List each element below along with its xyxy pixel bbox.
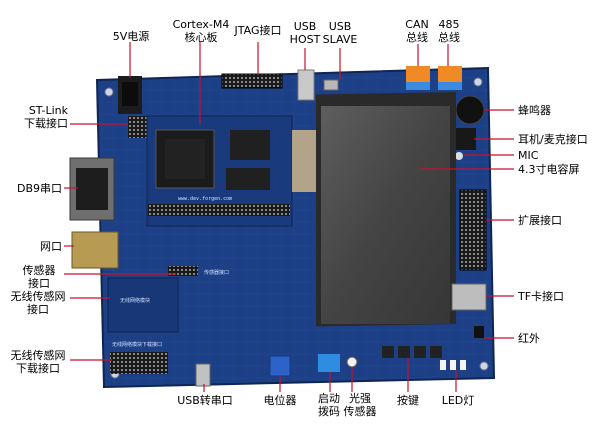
label-wsn-download-line2: 下载接口 xyxy=(16,362,60,375)
label-usb-host-line1: USB xyxy=(293,20,317,33)
label-wsn-line2: 接口 xyxy=(27,303,49,316)
lcd-flex-cable xyxy=(292,130,320,192)
stlink-header xyxy=(128,116,150,138)
label-485: 485 总线 xyxy=(432,18,466,44)
ethernet-port xyxy=(71,231,119,269)
mic-component xyxy=(455,152,463,160)
can-terminal xyxy=(406,66,430,90)
label-stlink-line1: ST-Link xyxy=(28,104,68,117)
tf-card-slot xyxy=(451,283,487,311)
usb-host-port xyxy=(297,69,315,101)
label-usb-slave-line1: USB xyxy=(328,20,352,33)
label-keys: 按键 xyxy=(397,394,419,407)
label-wsn-line1: 无线传感网 xyxy=(10,290,66,303)
label-sensor-line2: 接口 xyxy=(28,277,50,290)
label-expansion: 扩展接口 xyxy=(518,214,562,227)
label-485-line2: 总线 xyxy=(438,31,460,44)
label-cortex-m4-line2: 核心板 xyxy=(184,31,218,44)
label-cortex-m4: Cortex-M4 核心板 xyxy=(168,18,234,44)
label-jtag: JTAG接口 xyxy=(234,24,282,37)
label-485-line1: 485 xyxy=(438,18,460,31)
wireless-module-silkscreen: 无线网络模块 xyxy=(120,297,150,304)
pointer-lines xyxy=(64,42,514,392)
lcd-screen xyxy=(316,92,456,327)
core-board: www.dev.forgen.com xyxy=(146,115,293,227)
headphone-jack xyxy=(456,128,476,150)
wireless-module: 无线网络模块 xyxy=(107,277,179,333)
label-usb-serial: USB转串口 xyxy=(177,394,233,407)
boot-dip xyxy=(318,354,340,372)
label-stlink: ST-Link 下载接口 xyxy=(4,104,68,130)
label-wsn-download-line1: 无线传感网 xyxy=(10,349,66,362)
label-can-line1: CAN xyxy=(405,18,429,31)
label-boot: 启动 拨码 xyxy=(312,392,346,418)
label-headphone: 耳机/麦克接口 xyxy=(518,133,588,146)
label-wsn: 无线传感网 接口 xyxy=(6,290,70,316)
label-can: CAN 总线 xyxy=(400,18,434,44)
jtag-header xyxy=(221,73,283,89)
usb-serial-port xyxy=(195,363,211,387)
label-usb-slave: USB SLAVE xyxy=(320,20,360,46)
label-sensor-line1: 传感器 xyxy=(22,264,56,277)
label-wsn-download: 无线传感网 下载接口 xyxy=(6,349,70,375)
usb-slave-port xyxy=(323,79,339,91)
label-db9: DB9串口 xyxy=(16,182,62,195)
label-mic: MIC xyxy=(518,149,539,162)
label-buzzer: 蜂鸣器 xyxy=(518,104,551,117)
label-tf-card: TF卡接口 xyxy=(518,290,565,303)
led-row xyxy=(440,360,466,370)
label-boot-line1: 启动 xyxy=(318,392,340,405)
web-silkscreen: www.dev.forgen.com xyxy=(178,196,232,202)
label-sensor: 传感器 接口 xyxy=(14,264,64,290)
label-usb-host-line2: HOST xyxy=(289,33,321,46)
label-usb-host: USB HOST xyxy=(288,20,322,46)
light-sensor xyxy=(346,356,358,368)
db9-connector xyxy=(69,157,115,221)
wireless-dl-silkscreen: 无线网络模块下载接口 xyxy=(112,341,162,348)
label-led: LED灯 xyxy=(441,394,475,407)
label-light-line2: 传感器 xyxy=(343,405,377,418)
rs485-terminal xyxy=(438,66,462,90)
keys-row xyxy=(382,346,442,358)
sensor-header xyxy=(168,266,198,276)
label-cortex-m4-line1: Cortex-M4 xyxy=(172,18,230,31)
label-light-line1: 光强 xyxy=(349,392,371,405)
label-ethernet: 网口 xyxy=(40,240,62,253)
buzzer xyxy=(455,95,485,125)
potentiometer-knob xyxy=(269,355,291,377)
label-usb-slave-line2: SLAVE xyxy=(322,33,358,46)
expansion-header xyxy=(459,189,487,271)
label-light-sensor: 光强 传感器 xyxy=(340,392,380,418)
sensor-silkscreen: 传感器接口 xyxy=(204,269,229,276)
label-5v-power: 5V电源 xyxy=(112,30,150,43)
label-stlink-line2: 下载接口 xyxy=(24,117,68,130)
power-jack xyxy=(118,76,142,114)
label-can-line2: 总线 xyxy=(406,31,428,44)
label-infrared: 红外 xyxy=(518,332,540,345)
wireless-download-header xyxy=(110,352,168,374)
ir-receiver xyxy=(474,326,484,338)
label-potentiometer: 电位器 xyxy=(263,394,297,407)
label-boot-line2: 拨码 xyxy=(318,405,340,418)
label-lcd: 4.3寸电容屏 xyxy=(518,163,580,176)
